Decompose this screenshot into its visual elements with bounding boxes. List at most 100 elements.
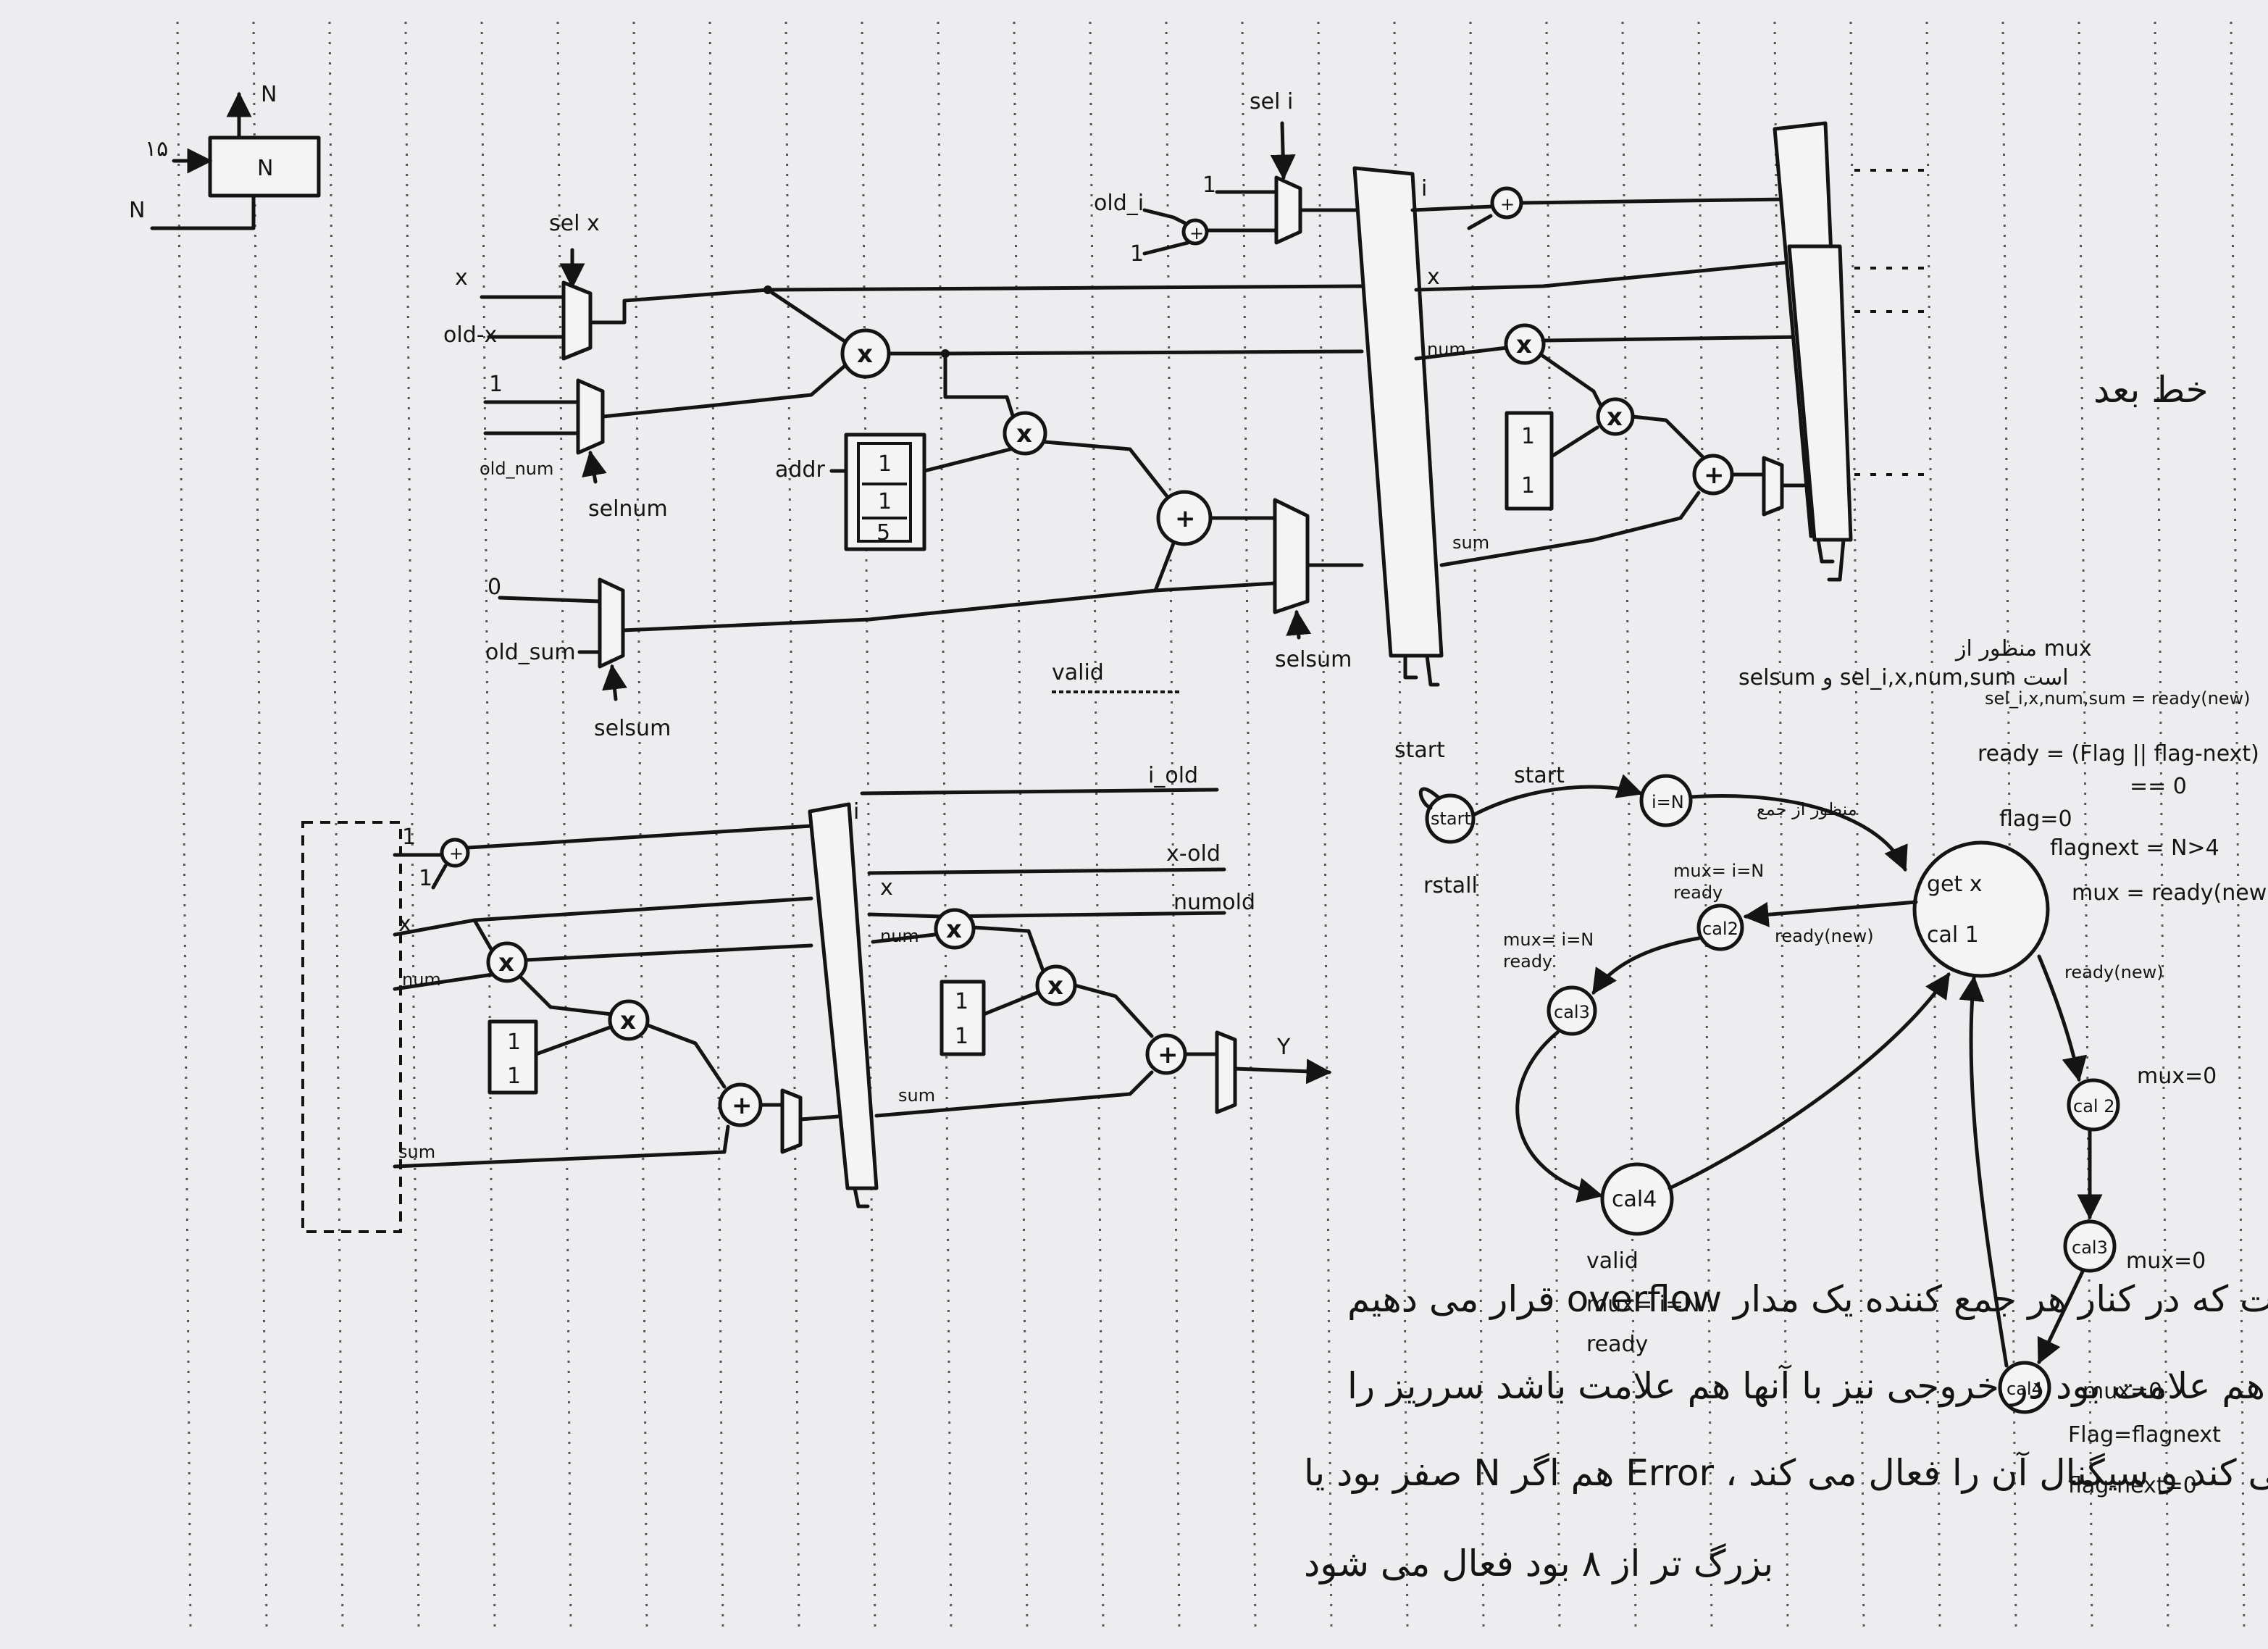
rstall-label: rstall (1423, 873, 1478, 898)
multiplier-4-symbol: x (1607, 403, 1623, 432)
get-x-label: get x (1927, 872, 1983, 897)
notes: لازم به ذکر است که در کنار هر جمع کننده … (1304, 1278, 2268, 1585)
dashed-group (301, 821, 402, 1233)
mux-note: منظور از mux (1954, 636, 2092, 661)
mux-sum-2 (1762, 456, 1784, 517)
formula-3: == 0 (2130, 774, 2187, 799)
state-cal4 (1600, 1162, 1674, 1236)
multiplier-1-symbol: x (857, 340, 873, 369)
state-cal3-label: cal3 (1554, 1002, 1590, 1022)
pipeline-register-1 (1352, 166, 1444, 658)
flag-line: Flag=flagnext (2068, 1422, 2221, 1448)
pipe-multiplier-2 (608, 999, 650, 1041)
x-input-label: x (455, 265, 468, 291)
pipe-register (808, 802, 879, 1190)
old-sum-label: old_sum (485, 640, 576, 665)
sel-sum-label: selsum (594, 716, 671, 741)
pipe-sum-label: sum (398, 1142, 435, 1162)
lut-den-label: 5 (876, 520, 890, 546)
state-idn (1639, 774, 1693, 827)
state-start (1425, 793, 1476, 844)
adder-i-2-symbol: + (1500, 194, 1515, 214)
sum-label: sum (1452, 533, 1489, 553)
state-r-cal2-label: cal 2 (2073, 1096, 2114, 1116)
state-cal3 (1547, 985, 1597, 1036)
pipe-multiplier-1 (486, 941, 528, 983)
pipe-multiplier-1-symbol: x (498, 948, 514, 977)
state-r-cal3-label: cal3 (2072, 1237, 2108, 1258)
flag-zero: flag=0 (1999, 806, 2072, 832)
pipe-lut-b: 1 (507, 1064, 521, 1089)
state-getx-cal1 (1912, 840, 2050, 978)
pipe-multiplier-3-symbol: x (946, 915, 962, 944)
state-r-cal4 (1998, 1361, 2051, 1414)
pipe-lut2-b: 1 (955, 1024, 968, 1049)
multiplier-2-symbol: x (1016, 419, 1032, 448)
mux-i (1274, 175, 1302, 245)
state-idn-label: i=N (1652, 792, 1684, 812)
x-label-2: x (1427, 264, 1440, 290)
state-cal2 (1696, 903, 1744, 951)
pipe-adder-symbol: + (732, 1091, 753, 1120)
formula-1: sel_i,x,num,sum = ready(new) (1985, 688, 2251, 709)
note-line-3: مشخص می کند و سیگنال آن را فعال می کند ،… (1304, 1451, 2268, 1495)
i-one-b-label: 1 (1130, 241, 1144, 267)
start-label: start (1394, 738, 1445, 763)
x-old-label: x-old (1166, 841, 1221, 867)
valid-note: valid (1052, 660, 1104, 685)
old-x-label: old-x (443, 322, 497, 348)
lut-mid-label: 1 (878, 489, 892, 514)
legend-block-label: N (257, 156, 273, 181)
sel-sum-out-label: selsum (1275, 647, 1352, 672)
one-input-label: 1 (489, 372, 503, 397)
adder-2-symbol: + (1704, 461, 1725, 490)
ready-new-2: ready(new) (2064, 962, 2164, 982)
start-arrow-label: start (1514, 763, 1565, 788)
sel-i-label: sel i (1250, 89, 1293, 114)
note-line-1: لازم به ذکر است که در کنار هر جمع کننده … (1347, 1278, 2268, 1321)
mux-note-2: selsum و sel_i,x,num,sum است (1738, 665, 2069, 690)
note-line-2: که با بررسی این که اگر ۲ ورودی هم علامت … (1347, 1364, 2268, 1408)
pipe-adder-i (440, 838, 470, 868)
valid-mux: mux= i=N (1586, 1292, 1700, 1317)
adder-i-symbol: + (1189, 223, 1204, 243)
pipe-lut2-a: 1 (955, 989, 968, 1014)
pipe-adder-2-symbol: + (1158, 1040, 1179, 1069)
state-r-cal3 (2063, 1219, 2117, 1273)
mux0-a: mux=0 (2137, 1064, 2217, 1089)
lut2-top-label: 1 (1521, 424, 1535, 449)
state-r-cal4-label: cal4 (2007, 1379, 2043, 1399)
i-label: i (1421, 176, 1427, 201)
pipeline-register-2b (1787, 244, 1853, 542)
legend-feedback-label: N (129, 198, 145, 223)
zero-input-label: 0 (488, 575, 501, 600)
old-num-label: old_num (480, 459, 553, 479)
cal1-label: cal 1 (1927, 922, 1979, 948)
mux-sum-out (1273, 498, 1310, 614)
top-datapath: sel x x old-x 1 old_num selnum x x addr … (443, 89, 2209, 741)
state-r-cal2 (2067, 1078, 2120, 1132)
multiplier-2 (1003, 411, 1047, 456)
valid-ready: ready (1586, 1332, 1648, 1357)
pipe-lut (488, 1019, 538, 1095)
cal2-ready: ready (1673, 882, 1723, 903)
multiplier-3 (1504, 323, 1546, 365)
pipe-mux-sum (780, 1088, 803, 1154)
sel-x-label: sel x (549, 211, 600, 236)
state-start-label: start (1431, 809, 1471, 829)
fsm-diagram: منظور از mux selsum و sel_i,x,num,sum اس… (1394, 636, 2268, 1498)
mux-num (576, 378, 605, 455)
pipe-lut-2 (940, 980, 986, 1056)
pipe-lut-a: 1 (507, 1030, 521, 1055)
num-old-label: numold (1173, 890, 1255, 915)
pipe-mux-out (1215, 1030, 1237, 1114)
cal2-note: mux= i=N (1673, 861, 1764, 881)
flag-next: flagnext = N>4 (2050, 835, 2219, 861)
lut-top-label: 1 (878, 451, 892, 477)
state-cal2-label: cal2 (1702, 919, 1738, 939)
lut2-bot-label: 1 (1521, 473, 1535, 498)
mux-sum (598, 577, 625, 669)
sel-num-label: selnum (588, 496, 668, 522)
